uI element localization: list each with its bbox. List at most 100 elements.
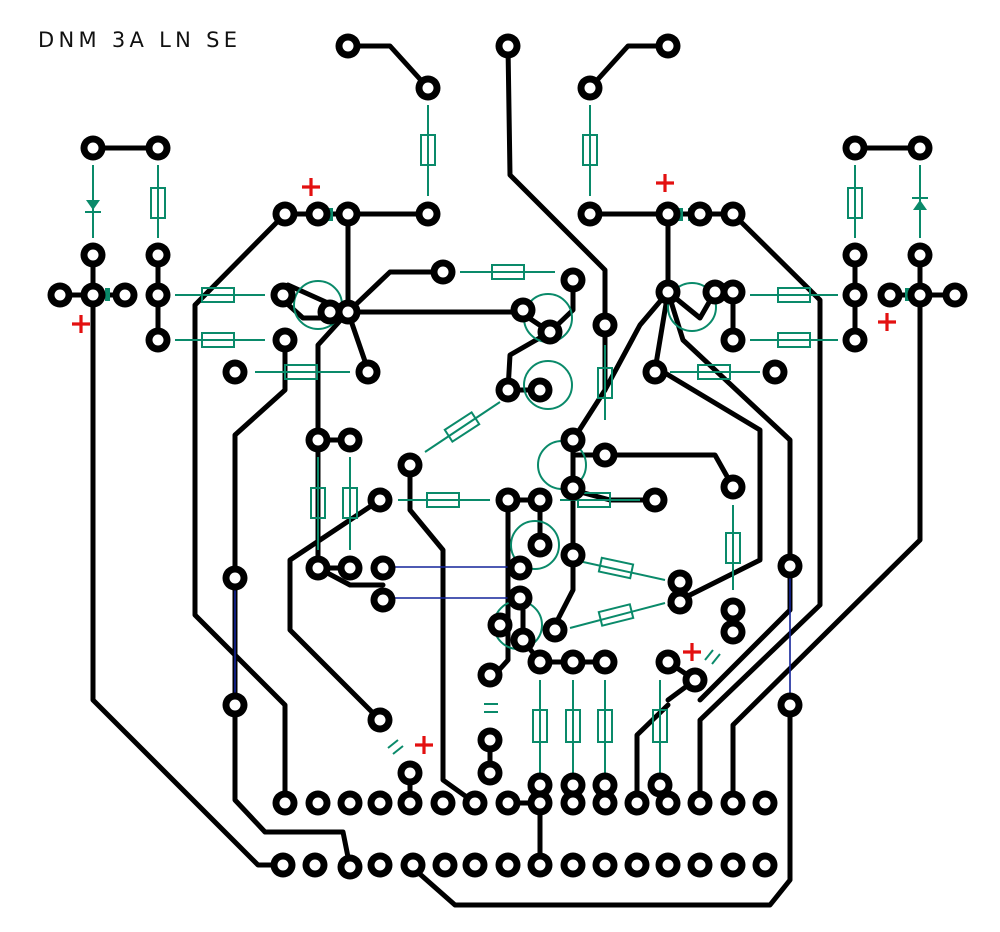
solder-pad (655, 279, 681, 305)
solder-pad (80, 242, 106, 268)
solder-pad (655, 790, 681, 816)
solder-pad (842, 282, 868, 308)
solder-pad (592, 312, 618, 338)
solder-pad (560, 427, 586, 453)
solder-pad (877, 282, 903, 308)
plus-mark (415, 736, 433, 754)
solder-pad (112, 282, 138, 308)
solder-pad (667, 589, 693, 615)
solder-pad (335, 201, 361, 227)
solder-pad (527, 772, 553, 798)
solder-pad (537, 319, 563, 345)
solder-pad (367, 707, 393, 733)
solder-pad (145, 282, 171, 308)
solder-pad (720, 474, 746, 500)
solder-pad (510, 297, 536, 323)
polarity-marks (72, 174, 896, 754)
solder-pad (337, 555, 363, 581)
solder-pad (624, 790, 650, 816)
plus-mark (302, 178, 320, 196)
solder-pad (777, 692, 803, 718)
solder-pad (527, 532, 553, 558)
solder-pad (942, 282, 968, 308)
solder-pad (560, 267, 586, 293)
solder-pad (560, 475, 586, 501)
solder-pad (842, 242, 868, 268)
solder-pad (222, 692, 248, 718)
solder-pad (477, 727, 503, 753)
solder-pad (305, 555, 331, 581)
solder-pad (592, 442, 618, 468)
solder-pad (720, 852, 746, 878)
solder-pad (337, 790, 363, 816)
solder-pad (560, 772, 586, 798)
solder-pad (655, 201, 681, 227)
solder-pad (752, 852, 778, 878)
solder-pad (462, 790, 488, 816)
solder-pad (47, 282, 73, 308)
solder-pad (687, 790, 713, 816)
solder-pads (47, 33, 968, 880)
solder-pad (720, 327, 746, 353)
solder-pad (477, 760, 503, 786)
solder-pad (592, 852, 618, 878)
solder-pad (367, 487, 393, 513)
solder-pad (560, 852, 586, 878)
solder-pad (272, 201, 298, 227)
solder-pad (370, 555, 396, 581)
solder-pad (302, 852, 328, 878)
solder-pad (720, 597, 746, 623)
solder-pad (272, 790, 298, 816)
solder-pad (592, 649, 618, 675)
solder-pad (655, 649, 681, 675)
solder-pad (335, 33, 361, 59)
solder-pad (720, 619, 746, 645)
solder-pad (560, 649, 586, 675)
solder-pad (527, 852, 553, 878)
solder-pad (592, 790, 618, 816)
solder-pad (752, 790, 778, 816)
solder-pad (415, 201, 441, 227)
solder-pad (477, 662, 503, 688)
jumper-wires (234, 566, 791, 705)
solder-pad (495, 790, 521, 816)
solder-pad (400, 852, 426, 878)
solder-pad (305, 790, 331, 816)
solder-pad (370, 587, 396, 613)
solder-pad (222, 359, 248, 385)
copper-traces (57, 43, 958, 908)
solder-pad (642, 487, 668, 513)
solder-pad (577, 75, 603, 101)
solder-pad (335, 299, 361, 325)
solder-pad (720, 201, 746, 227)
solder-pad (397, 790, 423, 816)
plus-mark (683, 643, 701, 661)
solder-pad (430, 790, 456, 816)
solder-pad (507, 585, 533, 611)
solder-pad (687, 201, 713, 227)
solder-pad (560, 542, 586, 568)
solder-pad (527, 790, 553, 816)
solder-pad (355, 359, 381, 385)
solder-pad (145, 242, 171, 268)
board-title: DNM 3A LN SE (38, 28, 242, 52)
solder-pad (272, 327, 298, 353)
solder-pad (842, 327, 868, 353)
plus-mark (878, 313, 896, 331)
solder-pad (542, 617, 568, 643)
solder-pad (432, 852, 458, 878)
solder-pad (577, 201, 603, 227)
solder-pad (222, 565, 248, 591)
solder-pad (682, 667, 708, 693)
solder-pad (430, 259, 456, 285)
solder-pad (592, 772, 618, 798)
component-outlines (85, 105, 928, 785)
solder-pad (397, 452, 423, 478)
solder-pad (367, 790, 393, 816)
solder-pad (642, 359, 668, 385)
solder-pad (777, 553, 803, 579)
solder-pad (624, 852, 650, 878)
solder-pad (527, 377, 553, 403)
solder-pad (337, 427, 363, 453)
